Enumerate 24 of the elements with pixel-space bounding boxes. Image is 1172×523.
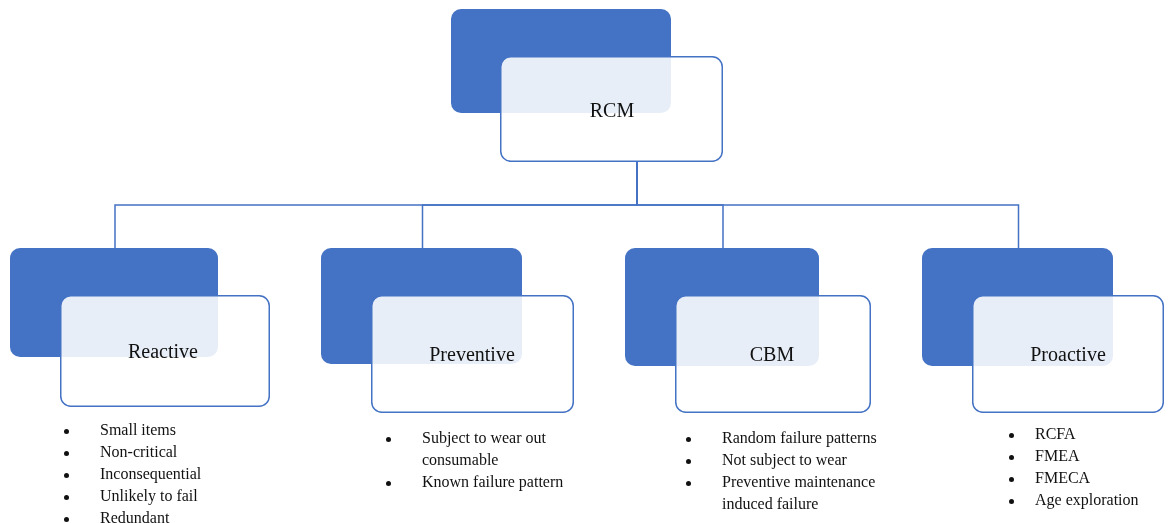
stacked-box <box>922 248 1164 413</box>
node-label: CBM <box>749 342 795 366</box>
bullet-item: Redundant <box>63 507 263 523</box>
bullet-item: FMEA <box>1008 445 1172 467</box>
bullet-item: Subject to wear out consumable <box>385 427 602 471</box>
bullet-item: Unlikely to fail <box>63 485 263 507</box>
bullet-item: Age exploration <box>1008 489 1172 511</box>
stacked-box <box>625 248 871 413</box>
node-label: Preventive <box>429 342 515 366</box>
node-label: RCM <box>589 98 635 122</box>
stacked-box <box>451 9 723 162</box>
stacked-box <box>321 248 574 413</box>
bullet-item: Preventive maintenance induced failure <box>685 471 905 515</box>
node-label: Proactive <box>1030 342 1106 366</box>
stacked-box <box>10 248 270 407</box>
bullet-item: RCFA <box>1008 423 1172 445</box>
node-label: Reactive <box>128 339 198 363</box>
bullet-item: FMECA <box>1008 467 1172 489</box>
bullet-item: Known failure pattern <box>385 471 602 493</box>
bullet-item: Small items <box>63 419 263 441</box>
bullet-item: Inconsequential <box>63 463 263 485</box>
bullet-item: Random failure patterns <box>685 427 905 449</box>
bullet-item: Non-critical <box>63 441 263 463</box>
bullet-item: Not subject to wear <box>685 449 905 471</box>
